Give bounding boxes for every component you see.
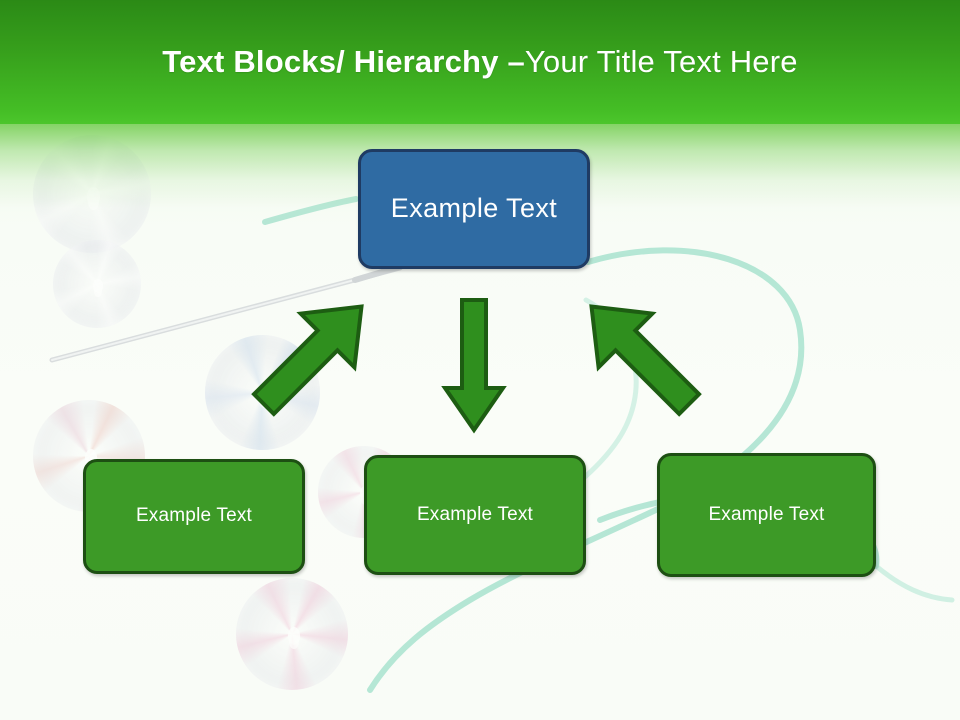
title-banner (0, 0, 960, 124)
node-root[interactable]: Example Text (358, 149, 590, 269)
sequin-center-left-icon (205, 335, 320, 450)
node-child-1[interactable]: Example Text (83, 459, 305, 574)
page-title: Text Blocks/ Hierarchy – Your Title Text… (0, 0, 960, 124)
node-child-1-label: Example Text (135, 505, 253, 527)
node-child-2-label: Example Text (416, 503, 534, 525)
page-title-light: Your Title Text Here (524, 44, 798, 79)
page-title-strong: Text Blocks/ Hierarchy – (162, 44, 525, 79)
node-child-3[interactable]: Example Text (657, 453, 876, 577)
node-child-3-label: Example Text (708, 503, 825, 525)
sequin-top-left-icon (33, 135, 151, 253)
sequin-under-middle-icon (236, 578, 348, 690)
node-child-2[interactable]: Example Text (364, 455, 586, 575)
node-root-label: Example Text (390, 193, 558, 224)
sequin-mid-left-icon (53, 240, 141, 328)
